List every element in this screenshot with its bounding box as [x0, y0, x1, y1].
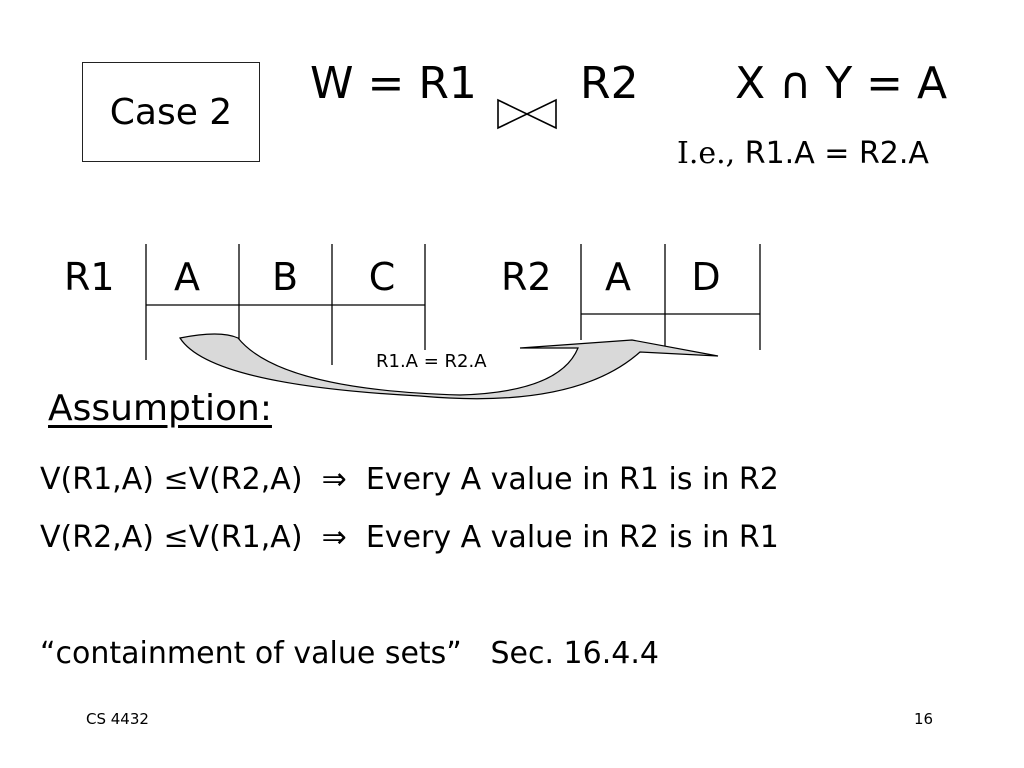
r1-col-a: A: [174, 255, 200, 299]
assume-left: V(R1,A): [40, 462, 154, 497]
assumption-line-1: V(R1,A) ≤V(R2,A) ⇒ Every A value in R1 i…: [40, 462, 779, 497]
footer-course: CS 4432: [86, 710, 149, 728]
r1-col-c: C: [368, 255, 396, 299]
ie-note: I.e., R1.A = R2.A: [677, 136, 929, 171]
implies-icon: ⇒: [321, 520, 347, 555]
r1-col-b: B: [271, 255, 299, 299]
ie-condition: R1.A = R2.A: [735, 136, 929, 171]
r1-name: R1: [64, 255, 115, 299]
join-arrow-icon: [179, 333, 719, 400]
containment-line: “containment of value sets” Sec. 16.4.4: [40, 636, 659, 671]
r2-col-d: D: [691, 255, 721, 299]
assume-right: V(R2,A): [188, 462, 303, 497]
case-label-box: Case 2: [82, 62, 260, 162]
assumption-line-2: V(R2,A) ≤V(R1,A) ⇒ Every A value in R2 i…: [40, 520, 779, 555]
leq-icon: ≤: [163, 520, 189, 555]
section-reference: Sec. 16.4.4: [490, 636, 659, 671]
assume-right: V(R1,A): [188, 520, 303, 555]
assume-text: Every A value in R2 is in R1: [365, 520, 779, 555]
assumption-heading: Assumption:: [48, 388, 272, 429]
bowtie-join-icon: [497, 98, 557, 130]
leq-icon: ≤: [163, 462, 189, 497]
join-left: W = R1: [310, 58, 477, 109]
containment-quote: “containment of value sets”: [40, 636, 462, 671]
case-label: Case 2: [109, 91, 233, 133]
r2-col-a: A: [605, 255, 631, 299]
implies-icon: ⇒: [321, 462, 347, 497]
join-right: R2: [580, 58, 639, 109]
assume-text: Every A value in R1 is in R2: [365, 462, 779, 497]
assume-left: V(R2,A): [40, 520, 154, 555]
intersection-formula: X ∩ Y = A: [735, 58, 948, 109]
r2-name: R2: [501, 255, 552, 299]
join-condition: R1.A = R2.A: [376, 351, 487, 372]
ie-prefix: I.e.,: [677, 136, 736, 171]
footer-page-number: 16: [914, 710, 934, 728]
